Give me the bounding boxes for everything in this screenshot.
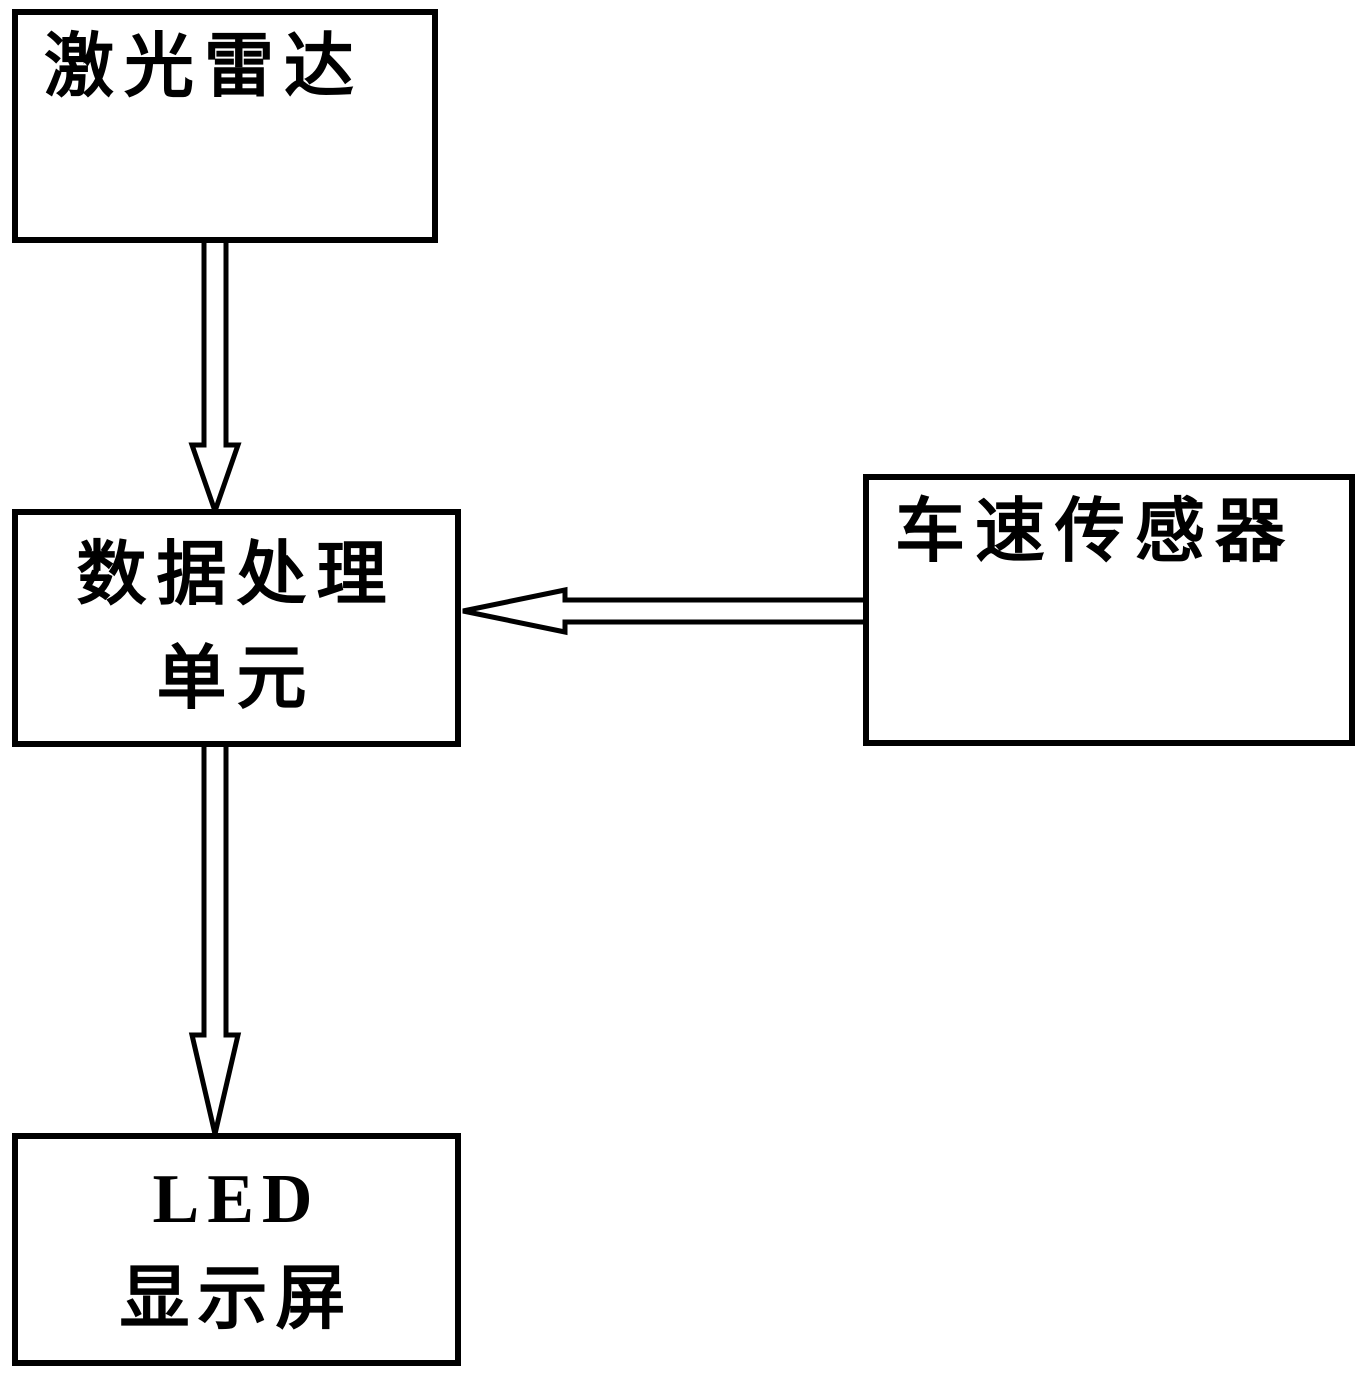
- box-speed-sensor-label: 车速传感器: [895, 494, 1295, 571]
- box-data-processing-unit-label-line2: 单元: [156, 641, 317, 718]
- box-led-display: LED 显示屏: [12, 1133, 461, 1366]
- box-led-display-label-line2: 显示屏: [119, 1260, 354, 1338]
- box-data-processing-unit-label-line1: 数据处理: [76, 537, 397, 614]
- box-data-processing-unit: 数据处理 单元: [12, 509, 461, 747]
- box-lidar: 激光雷达: [12, 9, 438, 243]
- box-lidar-label: 激光雷达: [44, 29, 364, 106]
- box-led-display-label-line1: LED: [152, 1160, 321, 1238]
- arrow-processor-to-led-display: [188, 744, 242, 1135]
- box-speed-sensor: 车速传感器: [863, 474, 1355, 746]
- arrow-lidar-to-processor: [188, 240, 242, 519]
- arrow-speed-sensor-to-processor: [462, 586, 866, 636]
